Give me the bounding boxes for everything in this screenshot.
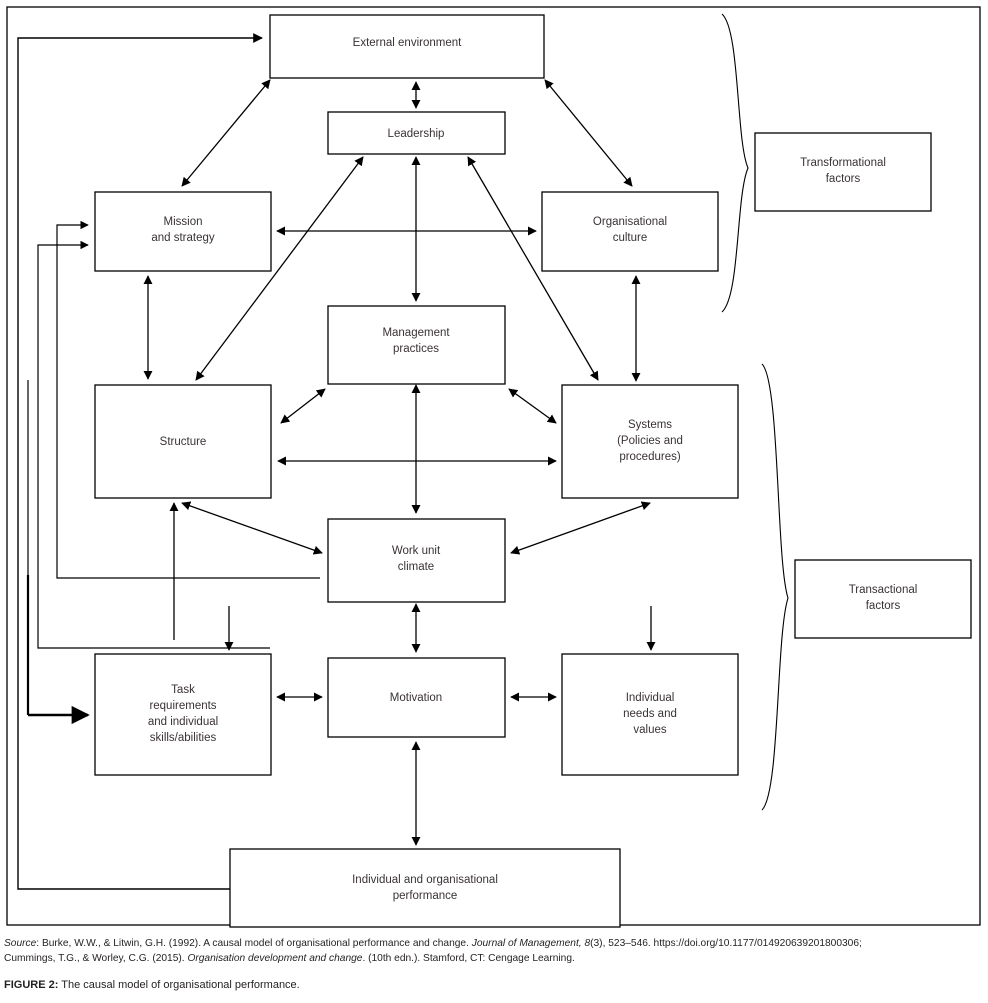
node-work-unit-climate[interactable]: [327, 518, 506, 603]
label-mission-line2: and strategy: [151, 232, 215, 244]
link-performance-external-environment: [17, 33, 263, 890]
node-transactional-factors[interactable]: [794, 559, 972, 639]
label-culture-line2: culture: [613, 232, 648, 244]
label-task-line2: requirements: [149, 700, 216, 712]
link-loop-mission: [37, 240, 270, 649]
link-management-systems: [508, 388, 557, 424]
figure-caption: FIGURE 2: The causal model of organisati…: [4, 978, 984, 993]
label-systems-line3: procedures): [619, 451, 681, 463]
node-transformational-factors[interactable]: [754, 132, 932, 212]
source-label: Source: [4, 938, 37, 949]
label-management-line2: practices: [393, 343, 439, 355]
node-structure[interactable]: [94, 384, 272, 499]
label-performance-line2: performance: [393, 890, 458, 902]
link-structure-climate: [181, 501, 323, 555]
link-leadership-systems: [467, 156, 599, 381]
label-task-line1: Task: [171, 684, 195, 696]
label-systems-line2: (Policies and: [617, 435, 683, 447]
node-individual-needs[interactable]: [561, 653, 739, 776]
figure-number: FIGURE 2:: [4, 979, 59, 991]
label-task-line3: and individual: [148, 716, 218, 728]
source-a-journal: Journal of Management, 8: [471, 938, 591, 949]
figure-caption-text: The causal model of organisational perfo…: [61, 979, 300, 991]
transactional-brace: [761, 363, 789, 811]
label-transactional-line1: Transactional: [849, 584, 918, 596]
node-mission-and-strategy[interactable]: [94, 191, 272, 272]
label-motivation: Motivation: [390, 692, 442, 704]
label-individual-needs-line3: values: [633, 724, 666, 736]
link-structure-management: [280, 388, 326, 424]
label-culture-line1: Organisational: [593, 216, 667, 228]
label-external-environment: External environment: [353, 37, 462, 49]
label-transformational-line2: factors: [826, 173, 861, 185]
source-b-title: Organisation development and change: [187, 952, 363, 964]
label-individual-needs-line2: needs and: [623, 708, 677, 720]
transformational-brace: [721, 13, 749, 313]
label-management-line1: Management: [382, 327, 450, 339]
link-external-mission: [181, 79, 271, 187]
label-individual-needs-line1: Individual: [626, 692, 675, 704]
node-organisational-culture[interactable]: [541, 191, 719, 272]
node-task-requirements[interactable]: [94, 653, 272, 776]
link-climate-mission: [56, 220, 320, 579]
link-leadership-structure: [195, 156, 364, 381]
link-external-culture: [544, 79, 633, 187]
label-mission-line1: Mission: [164, 216, 203, 228]
node-motivation[interactable]: [327, 657, 506, 738]
link-systems-climate: [510, 501, 651, 555]
node-leadership[interactable]: [327, 111, 506, 155]
node-performance[interactable]: [229, 848, 621, 928]
node-external-environment[interactable]: [269, 14, 545, 79]
node-management-practices[interactable]: [327, 305, 506, 385]
source-b-part1: Cummings, T.G., & Worley, C.G. (2015).: [4, 952, 188, 964]
node-systems[interactable]: [561, 384, 739, 499]
label-transformational-line1: Transformational: [800, 157, 886, 169]
source-a-part1: : Burke, W.W., & Litwin, G.H. (1992). A …: [36, 938, 472, 949]
source-b-part2: . (10th edn.). Stamford, CT: Cengage Lea…: [362, 952, 575, 964]
label-task-line4: skills/abilities: [150, 732, 217, 744]
label-climate-line1: Work unit: [392, 545, 441, 557]
source-a-part2: (3), 523–546. https://doi.org/10.1177/01…: [590, 938, 862, 949]
label-systems-line1: Systems: [628, 419, 672, 431]
figure-source: Source: Burke, W.W., & Litwin, G.H. (199…: [4, 937, 984, 966]
label-leadership: Leadership: [388, 128, 445, 140]
label-climate-line2: climate: [398, 561, 434, 573]
label-structure: Structure: [160, 436, 207, 448]
label-performance-line1: Individual and organisational: [352, 874, 498, 886]
label-transactional-line2: factors: [866, 600, 901, 612]
